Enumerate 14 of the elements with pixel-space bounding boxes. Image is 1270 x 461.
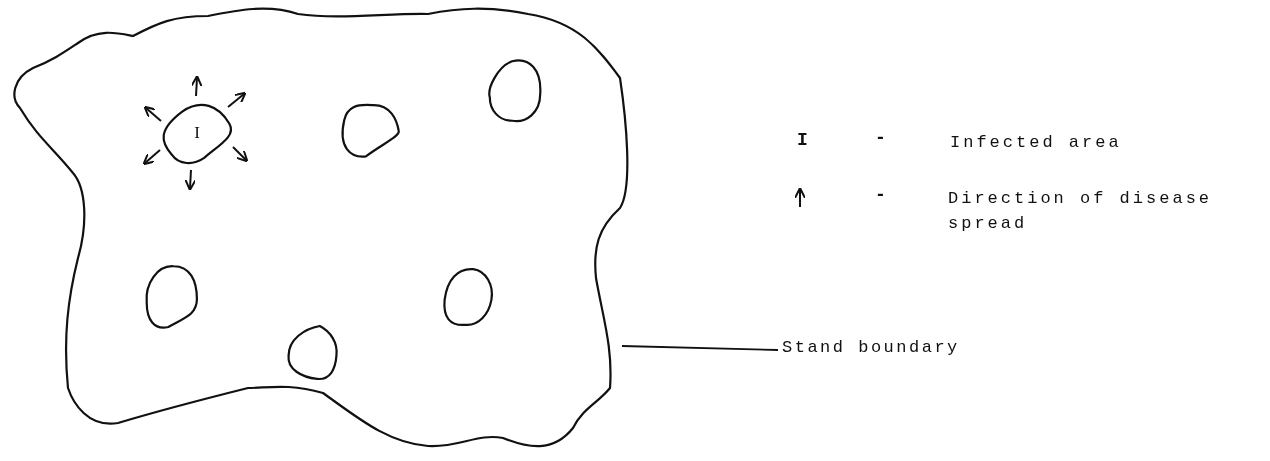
legend-label: Direction of disease spread	[948, 188, 1214, 235]
legend-label: Infected area	[950, 132, 1123, 154]
patch-outline	[338, 104, 400, 158]
legend-symbol: I	[797, 130, 808, 150]
leader-line	[621, 345, 779, 351]
infected-mark: I	[194, 123, 200, 143]
patch-outline	[286, 326, 338, 380]
patch-outline	[487, 60, 543, 122]
patch-outline	[144, 265, 198, 327]
infected-patch	[161, 102, 233, 164]
stand-boundary-label: Stand boundary	[782, 338, 960, 357]
patch-outline	[442, 268, 494, 326]
legend-dash: -	[875, 185, 886, 205]
legend-dash: -	[875, 128, 886, 148]
